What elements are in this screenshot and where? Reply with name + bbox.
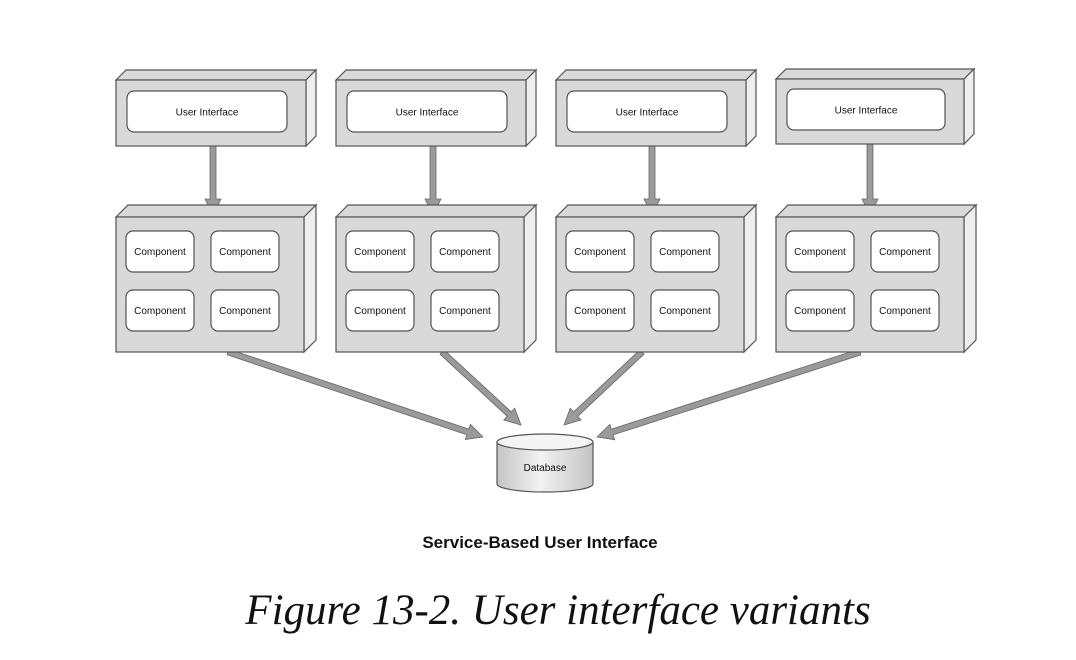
ui-label-box	[566, 90, 728, 133]
component-box	[785, 230, 855, 273]
component-box	[210, 289, 280, 332]
component-box	[125, 289, 195, 332]
component-label: Component	[354, 306, 406, 317]
component-label: Component	[659, 247, 711, 258]
component-group-3: Component Component Component Component	[554, 203, 758, 354]
component-box	[430, 230, 500, 273]
component-label: Component	[219, 247, 271, 258]
component-box	[870, 230, 940, 273]
ui-label: User Interface	[835, 106, 898, 117]
component-box	[565, 289, 635, 332]
ui-label: User Interface	[176, 108, 239, 119]
ui-to-components-arrow	[861, 143, 879, 216]
figure-caption: Figure 13-2. User interface variants	[245, 587, 871, 634]
component-label: Component	[574, 306, 626, 317]
component-label: Component	[354, 247, 406, 258]
database-label: Database	[524, 463, 567, 474]
ui-box-2: User Interface	[334, 68, 538, 148]
component-label: Component	[574, 247, 626, 258]
component-label: Component	[134, 306, 186, 317]
ui-label: User Interface	[396, 108, 459, 119]
component-group-4: Component Component Component Component	[774, 203, 978, 354]
component-box	[430, 289, 500, 332]
component-box	[125, 230, 195, 273]
component-box	[565, 230, 635, 273]
ui-label: User Interface	[616, 108, 679, 119]
ui-label-box	[786, 88, 946, 131]
diagram-caption: Service-Based User Interface	[422, 533, 657, 552]
component-label: Component	[439, 306, 491, 317]
component-label: Component	[219, 306, 271, 317]
component-box	[870, 289, 940, 332]
ui-box-3: User Interface	[554, 68, 758, 148]
ui-box-4: User Interface	[774, 67, 976, 146]
columns-layer: User Interface Component Component Compo…	[114, 67, 978, 354]
ui-label-box	[346, 90, 508, 133]
component-label: Component	[794, 247, 846, 258]
component-label: Component	[879, 306, 931, 317]
component-label: Component	[794, 306, 846, 317]
component-group-1: Component Component Component Component	[114, 203, 318, 354]
database-cylinder: Database	[496, 433, 594, 493]
component-label: Component	[134, 247, 186, 258]
components-to-database-arrow	[226, 348, 484, 440]
component-label: Component	[879, 247, 931, 258]
component-box	[650, 230, 720, 273]
component-box	[345, 230, 415, 273]
component-box	[345, 289, 415, 332]
component-box	[785, 289, 855, 332]
components-to-database-arrow	[439, 349, 522, 426]
component-box	[650, 289, 720, 332]
arrows-layer	[204, 143, 879, 441]
components-to-database-arrow	[563, 349, 645, 426]
component-box	[210, 230, 280, 273]
ui-label-box	[126, 90, 288, 133]
components-to-database-arrow	[596, 348, 862, 441]
component-label: Component	[439, 247, 491, 258]
component-group-2: Component Component Component Component	[334, 203, 538, 354]
component-label: Component	[659, 306, 711, 317]
ui-box-1: User Interface	[114, 68, 318, 148]
